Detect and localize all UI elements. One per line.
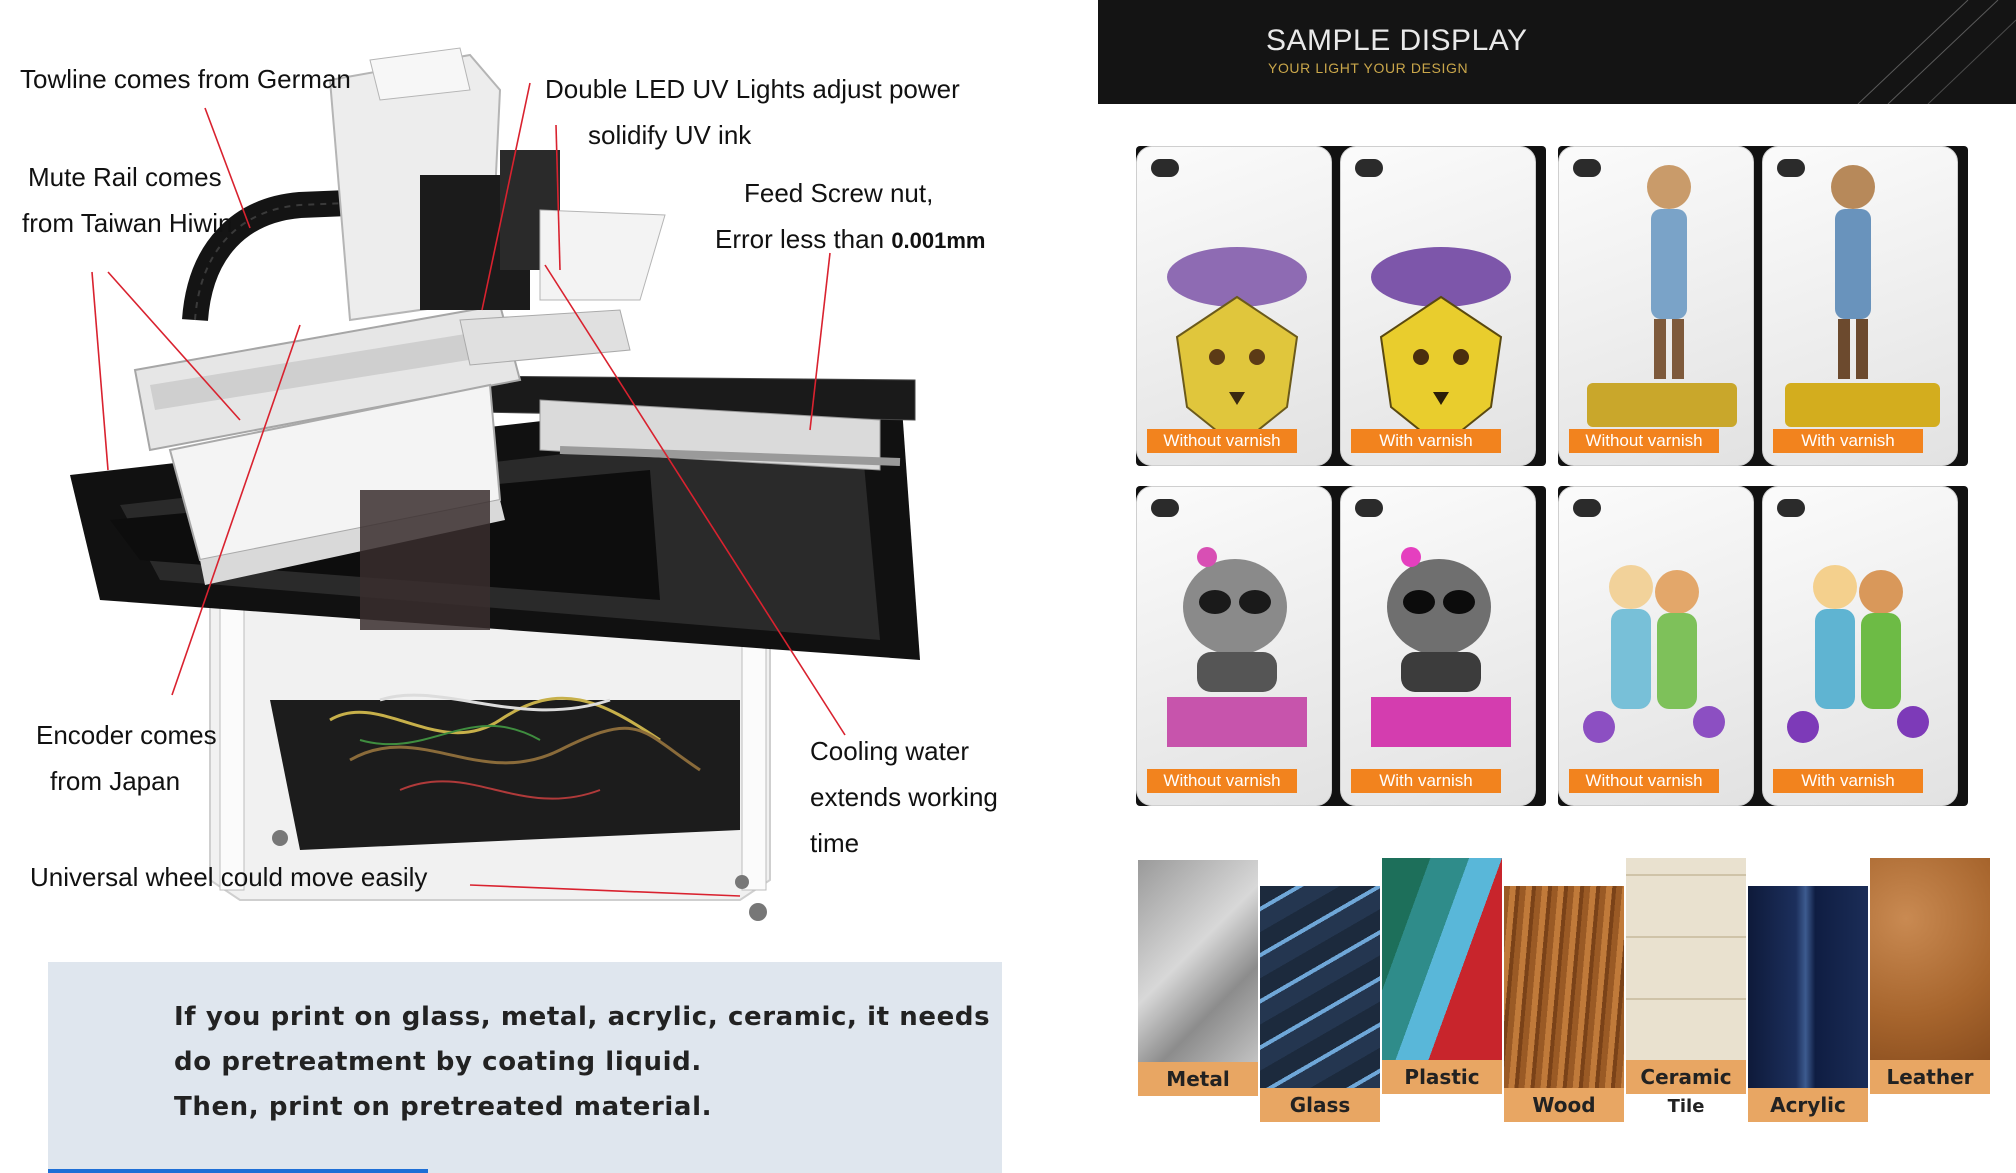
label-encoder-line1: Encoder comes — [36, 720, 217, 750]
tag-without-varnish: Without varnish — [1569, 769, 1719, 793]
material-label-plastic: Plastic — [1382, 1060, 1502, 1094]
material-label-acrylic: Acrylic — [1748, 1088, 1868, 1122]
label-mute-rail-line2: from Taiwan Hiwin — [22, 208, 233, 238]
sample-panel-iceberg: Without varnish With varnish — [1136, 146, 1546, 466]
material-ceramic-tile: Ceramic Tile — [1626, 858, 1746, 1117]
printer-diagram: Towline comes from German Mute Rail come… — [20, 47, 1002, 1173]
acrylic-swatch — [1748, 886, 1868, 1088]
sample-panel-raccoon: Without varnish With varnish — [1136, 486, 1546, 806]
camera-cutout — [1573, 499, 1601, 517]
sample-panel-princesses: Without varnish With varnish — [1558, 486, 1968, 806]
material-metal: Metal — [1138, 860, 1258, 1096]
phone-case-without-varnish: Without varnish — [1558, 146, 1754, 466]
camera-cutout — [1573, 159, 1601, 177]
camera-cutout — [1151, 159, 1179, 177]
banner-subtitle: YOUR LIGHT YOUR DESIGN — [1268, 60, 1469, 76]
material-label-tile: Tile — [1667, 1096, 1705, 1117]
raccoon-artwork — [1371, 547, 1511, 747]
camera-cutout — [1151, 499, 1179, 517]
label-cooling-line3: time — [810, 828, 860, 858]
camera-cutout — [1777, 159, 1805, 177]
material-label-wood: Wood — [1504, 1088, 1624, 1122]
label-feed-text: Error less than — [715, 224, 885, 254]
sample-display-banner: SAMPLE DISPLAY YOUR LIGHT YOUR DESIGN — [1098, 0, 2016, 104]
phone-case-with-varnish: With varnish — [1340, 146, 1536, 466]
label-cooling-line1: Cooling water — [810, 736, 969, 766]
phone-case-without-varnish: Without varnish — [1558, 486, 1754, 806]
material-label-leather: Leather — [1870, 1060, 1990, 1094]
metal-swatch — [1138, 860, 1258, 1062]
tag-with-varnish: With varnish — [1773, 769, 1923, 793]
material-label-glass: Glass — [1260, 1088, 1380, 1122]
wood-swatch — [1504, 886, 1624, 1088]
leader-lines — [91, 82, 846, 897]
label-led-line2: solidify UV ink — [588, 120, 752, 150]
label-wheel: Universal wheel could move easily — [30, 862, 428, 892]
label-led-line1: Double LED UV Lights adjust power — [545, 74, 960, 104]
tag-without-varnish: Without varnish — [1569, 429, 1719, 453]
princesses-artwork — [1787, 565, 1929, 743]
material-acrylic: Acrylic — [1748, 886, 1868, 1122]
note-line1: If you print on glass, metal, acrylic, c… — [174, 1002, 991, 1032]
camera-cutout — [1355, 159, 1383, 177]
tag-without-varnish: Without varnish — [1147, 429, 1297, 453]
label-feed-line2: Error less than 0.001mm — [715, 226, 986, 252]
camera-cutout — [1355, 499, 1383, 517]
sample-display-section: SAMPLE DISPLAY YOUR LIGHT YOUR DESIGN Wi… — [1098, 0, 2016, 1173]
tag-with-varnish: With varnish — [1351, 429, 1501, 453]
princesses-artwork — [1583, 565, 1725, 743]
label-feed-line1: Feed Screw nut, — [744, 178, 934, 208]
material-plastic: Plastic — [1382, 858, 1502, 1094]
material-glass: Glass — [1260, 886, 1380, 1122]
label-feed-value: 0.001mm — [891, 228, 986, 253]
phone-case-without-varnish: Without varnish — [1136, 486, 1332, 806]
note-line3: Then, print on pretreated material. — [174, 1092, 713, 1122]
material-wood: Wood — [1504, 886, 1624, 1122]
glass-swatch — [1260, 886, 1380, 1088]
tag-without-varnish: Without varnish — [1147, 769, 1297, 793]
camera-cutout — [1777, 499, 1805, 517]
leopard-artwork — [1167, 247, 1307, 449]
tag-with-varnish: With varnish — [1351, 769, 1501, 793]
label-encoder-line2: from Japan — [50, 766, 181, 796]
pirate-artwork — [1785, 165, 1940, 427]
ceramic-swatch — [1626, 858, 1746, 1060]
phone-case-with-varnish: With varnish — [1762, 146, 1958, 466]
pirate-artwork — [1587, 165, 1737, 427]
leather-swatch — [1870, 858, 1990, 1060]
label-cooling-line2: extends working — [810, 782, 998, 812]
label-mute-rail-line1: Mute Rail comes — [28, 162, 222, 192]
banner-title: SAMPLE DISPLAY — [1266, 24, 1528, 57]
label-towline: Towline comes from German — [20, 64, 351, 94]
note-accent-bar — [48, 1169, 428, 1173]
phone-case-without-varnish: Without varnish — [1136, 146, 1332, 466]
raccoon-artwork — [1167, 547, 1307, 747]
phone-case-with-varnish: With varnish — [1762, 486, 1958, 806]
material-label-metal: Metal — [1138, 1062, 1258, 1096]
plastic-swatch — [1382, 858, 1502, 1060]
material-label-ceramic: Ceramic — [1626, 1060, 1746, 1094]
pretreatment-note: If you print on glass, metal, acrylic, c… — [48, 962, 1002, 1173]
sample-panel-pirati: Without varnish With varnish — [1558, 146, 1968, 466]
leopard-artwork — [1371, 247, 1511, 449]
material-leather: Leather — [1870, 858, 1990, 1094]
printer-illustration — [70, 47, 920, 921]
banner-diagonal-lines — [1857, 0, 2016, 104]
tag-with-varnish: With varnish — [1773, 429, 1923, 453]
note-line2: do pretreatment by coating liquid. — [174, 1047, 702, 1077]
phone-case-with-varnish: With varnish — [1340, 486, 1536, 806]
